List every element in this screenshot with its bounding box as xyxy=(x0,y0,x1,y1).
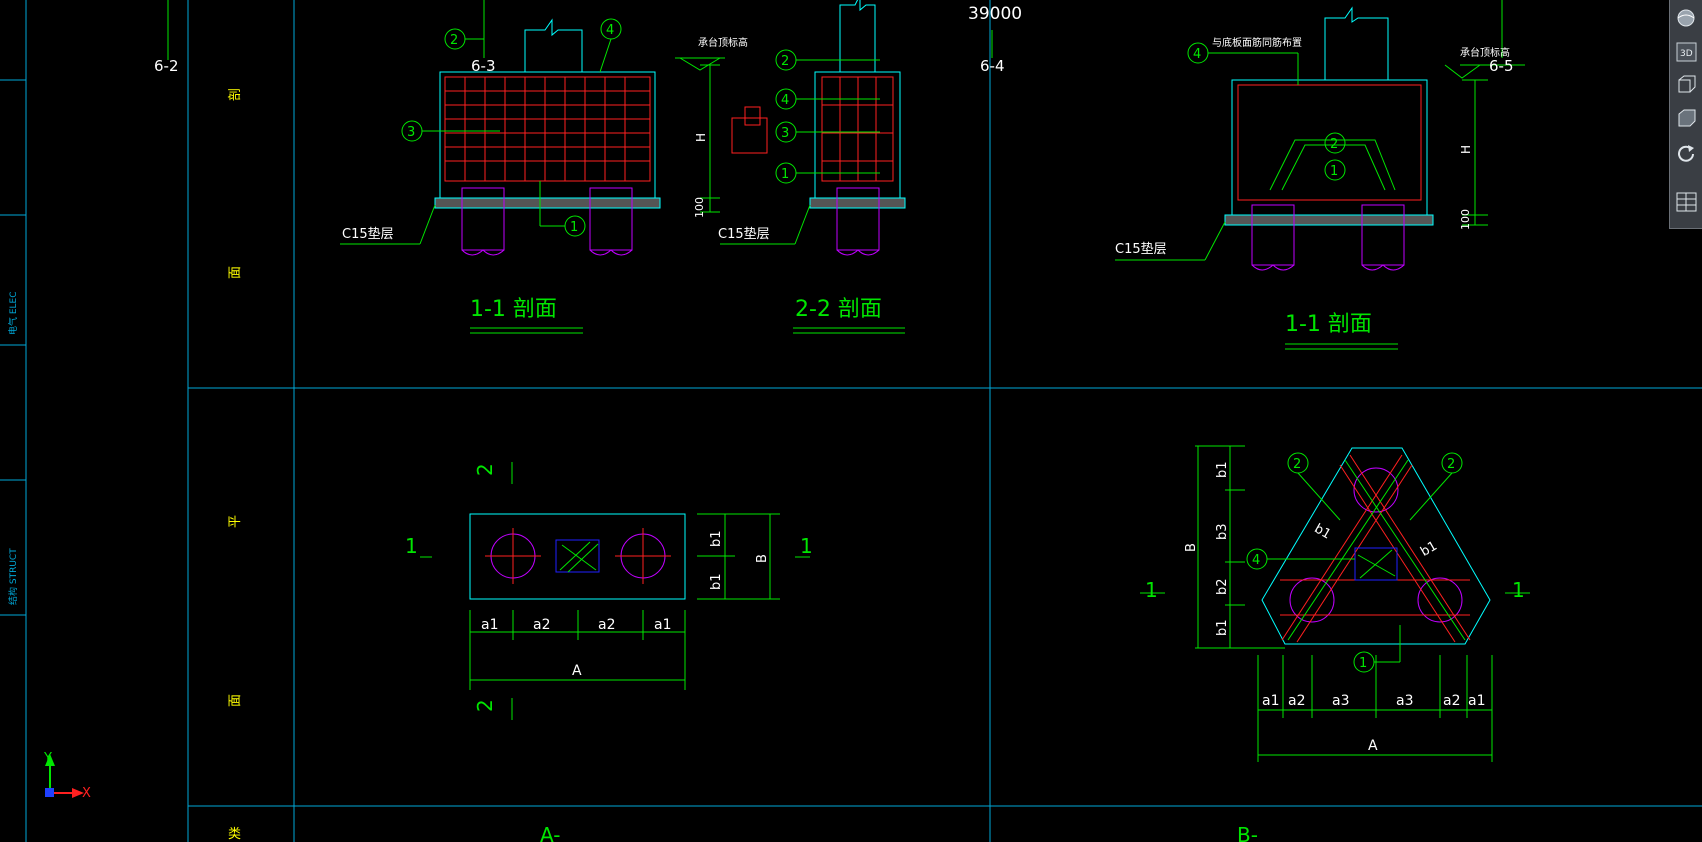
side-label-4: 面 xyxy=(228,694,243,707)
ucs-icon xyxy=(45,754,84,798)
callout-2b: 2 xyxy=(781,54,789,69)
bottom-label-right: B- xyxy=(1237,823,1258,842)
dim-a1-r1: a1 xyxy=(1262,693,1280,709)
dim-a1-1: a1 xyxy=(481,617,499,633)
plan-two-pile: 1 1 2 2 a1 a2 a2 a1 A b1 b1 B xyxy=(405,462,813,720)
section-1-1-right: 4 2 1 与底板面筋同筋布置 承台顶标高 C15垫层 H 100 1-1 剖面 xyxy=(1115,6,1510,350)
dim-A: A xyxy=(572,663,582,679)
axis-lines xyxy=(167,0,1525,66)
box-iso-icon[interactable] xyxy=(1674,106,1699,130)
axis-label-6-2: 6-2 xyxy=(154,57,179,75)
axis-label-6-3: 6-3 xyxy=(471,57,496,75)
callout-3b: 3 xyxy=(781,126,789,141)
callout-2c: 2 xyxy=(1330,137,1338,152)
axis-label-6-4: 6-4 xyxy=(980,57,1005,75)
section-1-1-left: 2 4 3 1 C15垫层 承台顶标高 H 100 1-1 剖面 xyxy=(340,18,768,334)
dim-H: H xyxy=(694,133,708,142)
dim-a3-r2: a3 xyxy=(1396,693,1414,709)
cap-top-label: 承台顶标高 xyxy=(698,36,748,49)
box-front-icon[interactable] xyxy=(1674,72,1699,96)
callout-1b: 1 xyxy=(781,167,789,182)
ucs-y-label: Y xyxy=(43,751,52,766)
dim-100: 100 xyxy=(693,197,706,218)
dim-b1-r1: b1 xyxy=(1215,461,1230,478)
callout-2e: 2 xyxy=(1447,457,1455,472)
dim-b3-r: b3 xyxy=(1215,523,1230,540)
callout-4d: 4 xyxy=(1252,553,1260,568)
dim-a2-1: a2 xyxy=(533,617,551,633)
dim-b1-r2: b1 xyxy=(1215,619,1230,636)
section-2-2: 2 4 3 1 C15垫层 2-2 剖面 xyxy=(718,0,906,334)
cut-2-top: 2 xyxy=(473,463,497,476)
svg-text:3D: 3D xyxy=(1680,49,1693,59)
dim-100-r: 100 xyxy=(1459,209,1472,230)
ucs-x-label: X xyxy=(82,786,91,801)
callout-4c: 4 xyxy=(1193,47,1201,62)
cut-1-right: 1 xyxy=(800,534,813,558)
cap-top-label-r: 承台顶标高 xyxy=(1460,46,1510,59)
dimension-39000: 39000 xyxy=(968,4,1022,24)
callout-3: 3 xyxy=(407,125,415,140)
dim-a2-2: a2 xyxy=(598,617,616,633)
callout-2d: 2 xyxy=(1293,457,1301,472)
dim-B: B xyxy=(755,554,770,563)
side-label-2: 面 xyxy=(228,266,243,279)
dim-a3-r1: a3 xyxy=(1332,693,1350,709)
dim-B-r: B xyxy=(1184,543,1199,552)
elec-label: 电气 ELEC xyxy=(7,291,19,335)
side-label-3: 平 xyxy=(228,515,243,528)
c15-label-r: C15垫层 xyxy=(1115,241,1167,257)
diag-b1-right: b1 xyxy=(1418,539,1440,560)
cut-1-left: 1 xyxy=(405,534,418,558)
navigation-toolbar: 3D xyxy=(1669,0,1702,229)
section-2-2-title: 2-2 剖面 xyxy=(795,297,882,322)
callout-4b: 4 xyxy=(781,93,789,108)
dim-a2-r1: a2 xyxy=(1288,693,1306,709)
dim-b1-1: b1 xyxy=(709,530,724,547)
dim-a2-r2: a2 xyxy=(1443,693,1461,709)
callout-1c: 1 xyxy=(1330,164,1338,179)
section-1-1-right-title: 1-1 剖面 xyxy=(1285,312,1372,337)
dim-H-r: H xyxy=(1459,145,1473,154)
cut-1-rr: 1 xyxy=(1512,578,1525,602)
dim-A-r: A xyxy=(1368,738,1378,754)
side-label-1: 剖 xyxy=(228,88,243,101)
c15-label: C15垫层 xyxy=(342,226,394,242)
note-rebar: 与底板面筋同筋布置 xyxy=(1212,36,1302,49)
dim-b2-r: b2 xyxy=(1215,578,1230,595)
axis-label-6-5: 6-5 xyxy=(1489,57,1514,75)
dim-a1-r2: a1 xyxy=(1468,693,1486,709)
callout-1d: 1 xyxy=(1359,656,1367,671)
cut-2-bottom: 2 xyxy=(473,699,497,712)
layout-grid-icon[interactable] xyxy=(1674,190,1699,214)
dim-a1-2: a1 xyxy=(654,617,672,633)
callout-4: 4 xyxy=(606,23,614,38)
side-label-5: 类 xyxy=(228,827,241,842)
section-1-1-title: 1-1 剖面 xyxy=(470,297,557,322)
c15-label-b: C15垫层 xyxy=(718,226,770,242)
rotate-icon[interactable] xyxy=(1674,142,1699,166)
dim-b1-2: b1 xyxy=(709,573,724,590)
diag-b1-left: b1 xyxy=(1311,521,1333,542)
view-3d-icon[interactable]: 3D xyxy=(1674,40,1699,64)
plan-three-pile: 2 2 4 1 1 1 b1 b1 B b1 b3 b2 b1 a1 a2 a3… xyxy=(1140,445,1530,762)
callout-1: 1 xyxy=(570,220,578,235)
bottom-label-left: A- xyxy=(540,823,560,842)
struct-label: 结构 STRUCT xyxy=(7,548,19,605)
cut-1-rl: 1 xyxy=(1145,578,1158,602)
callout-2: 2 xyxy=(450,33,458,48)
orbit-globe-icon[interactable] xyxy=(1674,6,1699,30)
